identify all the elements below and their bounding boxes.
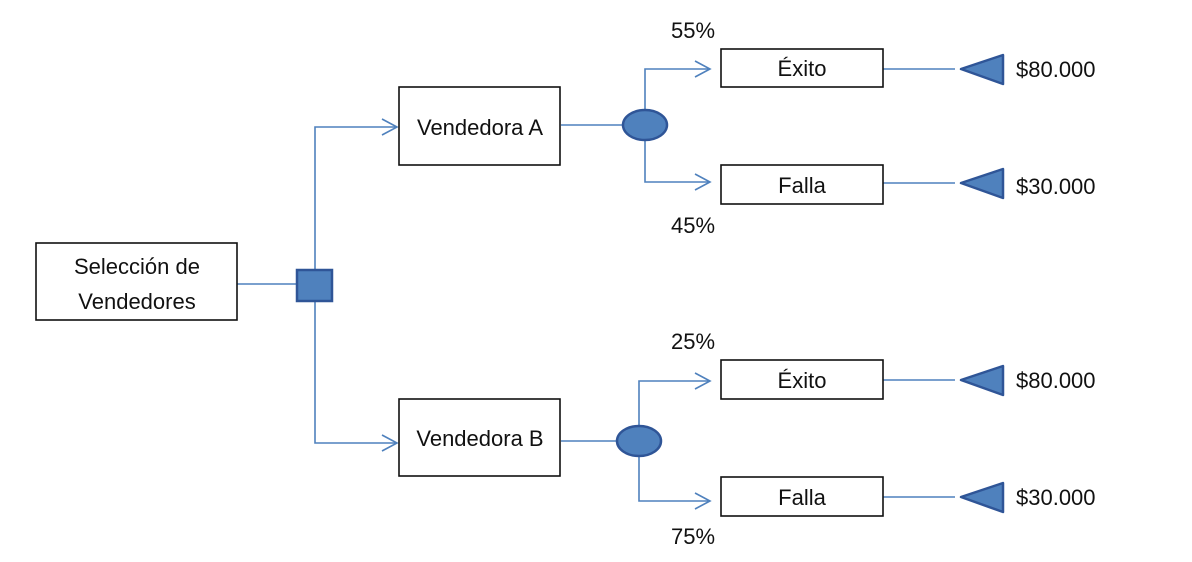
connector-decision-to-vendedora-b — [314, 302, 397, 444]
arrow-head-vendedora-b — [381, 434, 399, 452]
arrow-head-a-falla — [694, 173, 712, 191]
option-label: Vendedora A — [417, 115, 543, 140]
terminal-triangle-icon — [959, 167, 1005, 200]
outcome-label: Falla — [778, 173, 826, 198]
terminal-triangle-icon — [959, 364, 1005, 397]
terminal-triangle-icon — [959, 481, 1005, 514]
outcome-node-a-exito: Éxito — [720, 48, 884, 88]
probability-label: 25% — [671, 329, 715, 354]
outcome-node-b-exito: Éxito — [720, 359, 884, 400]
root-label-line2: Vendedores — [78, 289, 195, 314]
arrow-head-vendedora-a — [381, 118, 399, 136]
outcome-label: Falla — [778, 485, 826, 510]
chance-node-icon — [621, 108, 669, 142]
connector-b-to-exito — [638, 380, 710, 426]
terminal-triangle-icon — [959, 53, 1005, 86]
arrow-head-b-exito — [694, 372, 712, 390]
connector-a-to-exito — [644, 68, 710, 110]
connector-a-to-falla — [644, 140, 710, 183]
connector-b-to-falla — [638, 456, 710, 502]
arrow-head-a-exito — [694, 60, 712, 78]
probability-label: 45% — [671, 213, 715, 238]
arrow-head-b-falla — [694, 492, 712, 510]
outcome-node-b-falla: Falla — [720, 476, 884, 517]
outcome-node-a-falla: Falla — [720, 164, 884, 205]
probability-label: 75% — [671, 524, 715, 549]
chance-node-icon — [615, 424, 663, 458]
connector-decision-to-vendedora-a — [314, 126, 397, 270]
payoff-label: $30.000 — [1016, 485, 1096, 510]
option-node-vendedora-a: Vendedora A — [398, 86, 561, 166]
option-node-vendedora-b: Vendedora B — [398, 398, 561, 477]
payoff-label: $30.000 — [1016, 174, 1096, 199]
outcome-label: Éxito — [778, 56, 827, 81]
payoff-label: $80.000 — [1016, 57, 1096, 82]
payoff-label: $80.000 — [1016, 368, 1096, 393]
root-node: Selección de Vendedores — [35, 242, 238, 321]
decision-square-icon — [295, 268, 334, 303]
outcome-label: Éxito — [778, 368, 827, 393]
option-label: Vendedora B — [416, 426, 543, 451]
root-label-line1: Selección de — [74, 254, 200, 279]
probability-label: 55% — [671, 18, 715, 43]
